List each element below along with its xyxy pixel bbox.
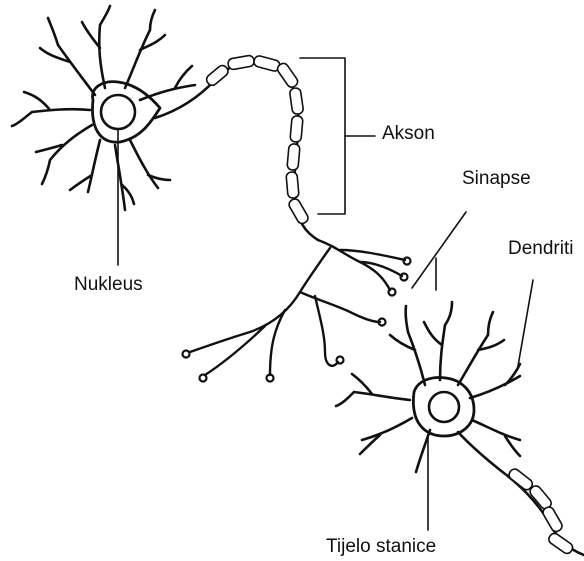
label-synapse: Sinapse: [462, 168, 531, 190]
neuron-1-cell-body: [92, 82, 160, 142]
axon-terminals-1: [190, 240, 405, 375]
neuron-2-axon: [458, 432, 584, 555]
label-axon: Akson: [382, 123, 435, 145]
synapse-leader: [412, 212, 466, 288]
neuron-2-cell-body: [413, 378, 474, 436]
neuron-1: [12, 6, 411, 382]
neuron-1-nucleus: [101, 95, 135, 129]
axon-bracket: [300, 58, 345, 214]
label-dendrites: Dendriti: [508, 238, 573, 260]
label-nucleus: Nukleus: [74, 274, 143, 296]
myelin-sheath-upper: [205, 55, 310, 225]
neuron-1-dendrites: [12, 6, 195, 210]
neuron-2-nucleus: [429, 392, 459, 422]
label-cell-body: Tijelo stanice: [326, 536, 436, 558]
leader-lines: [118, 58, 533, 530]
neuron-2: [336, 302, 584, 555]
dendrites-leader: [518, 280, 533, 366]
axon-terminal-bulbs: [183, 258, 411, 382]
